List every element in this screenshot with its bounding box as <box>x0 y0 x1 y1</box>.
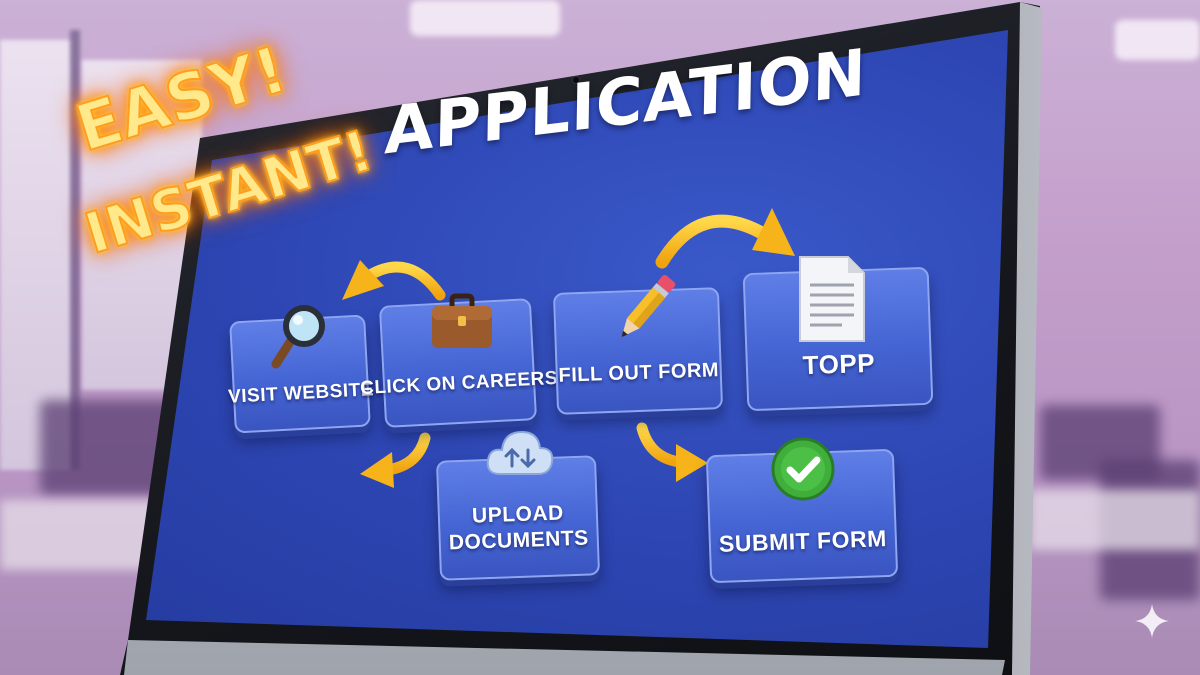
step-label: VISIT WEBSITE <box>227 379 375 409</box>
window <box>0 40 72 470</box>
step-label: SUBMIT FORM <box>718 525 888 558</box>
step-label-line: UPLOAD <box>471 500 565 528</box>
step-label: TOPP <box>802 347 876 380</box>
sparkle-icon <box>1135 604 1169 638</box>
document-icon <box>799 256 865 342</box>
step-label: CLICK ON CAREERS <box>359 368 559 400</box>
check-circle-icon <box>771 437 835 501</box>
step-label: FILL OUT FORM <box>558 359 720 387</box>
background-desk <box>1030 490 1200 550</box>
window-frame <box>70 30 80 470</box>
step-label-line: DOCUMENTS <box>448 526 590 555</box>
cloud-upload-icon <box>486 430 554 475</box>
webcam <box>572 76 580 84</box>
pencil-icon <box>621 274 676 338</box>
briefcase-icon <box>432 293 492 348</box>
ceiling-light <box>1115 20 1200 60</box>
magnifier-icon <box>271 305 325 369</box>
step-label: UPLOAD DOCUMENTS <box>448 499 590 578</box>
ceiling-light <box>410 0 560 36</box>
